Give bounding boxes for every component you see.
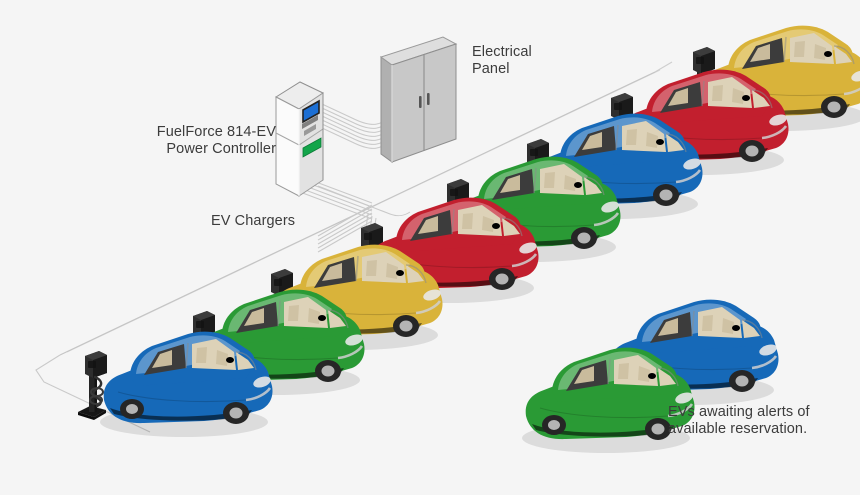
- evs-awaiting-label: EVs awaiting alerts of available reserva…: [668, 404, 810, 437]
- conduit-row-trunk: [317, 204, 373, 253]
- fuelforce-power-controller: [274, 81, 325, 197]
- ev-charger-1: [76, 349, 109, 422]
- electrical-panel: [379, 36, 458, 163]
- controller-label: FuelForce 814-EV Power Controller: [156, 124, 276, 157]
- ev-chargers-label: EV Chargers: [211, 213, 296, 229]
- conduit-main-trunk: [317, 185, 411, 217]
- electrical-panel-label: Electrical Panel: [472, 44, 532, 77]
